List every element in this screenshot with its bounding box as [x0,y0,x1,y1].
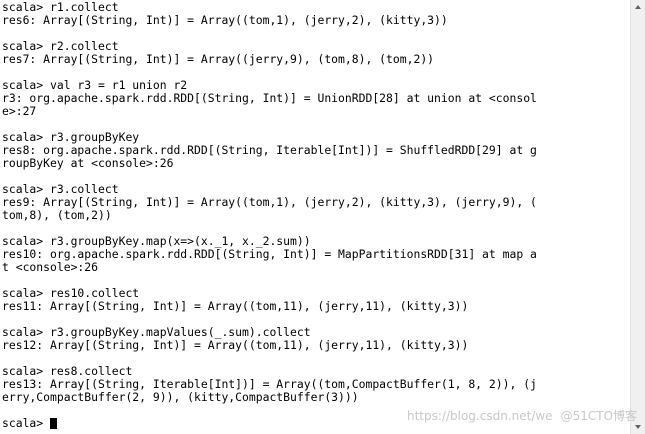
watermark-url: https://blog.csdn.net/we [407,409,553,423]
terminal-line [2,352,628,365]
terminal-line: res7: Array[(String, Int)] = Array((jerr… [2,53,435,66]
terminal-line: scala> val r3 = r1 union r2 [2,79,188,92]
terminal-line [2,118,628,131]
terminal-line: erry,CompactBuffer(2, 9)), (kitty,Compac… [2,391,359,404]
terminal-line: res12: Array[(String, Int)] = Array((tom… [2,339,469,352]
terminal-line [2,27,628,40]
terminal-line: roupByKey at <console>:26 [2,157,174,170]
vertical-scrollbar[interactable] [630,0,645,434]
terminal-line: scala> r1.collect [2,1,119,14]
terminal-window[interactable]: scala> r1.collect res6: Array[(String, I… [0,0,630,434]
terminal-line: res13: Array[(String, Iterable[Int])] = … [2,378,537,391]
terminal-output: scala> r1.collect res6: Array[(String, I… [2,1,628,430]
terminal-line [2,170,628,183]
prompt-line[interactable]: scala> [2,417,628,430]
terminal-line: t <console>:26 [2,261,99,274]
terminal-line: scala> r3.groupByKey [2,131,140,144]
prompt-text: scala> [2,417,51,430]
terminal-line [2,274,628,287]
terminal-line: res8: org.apache.spark.rdd.RDD[(String, … [2,144,537,157]
terminal-line [2,313,628,326]
terminal-line: res6: Array[(String, Int)] = Array((tom,… [2,14,448,27]
terminal-line: tom,8), (tom,2)) [2,209,112,222]
watermark-brand: @51CTO博客 [560,409,637,423]
terminal-line: scala> res8.collect [2,365,133,378]
terminal-line: scala> res10.collect [2,287,140,300]
terminal-line: scala> r3.groupByKey.map(x=>(x._1, x._2.… [2,235,311,248]
terminal-line [2,66,628,79]
terminal-line: scala> r3.collect [2,183,119,196]
text-cursor [50,418,58,429]
scroll-up-arrow-icon[interactable] [631,0,645,14]
watermark: https://blog.csdn.net/we @51CTO博客 [407,407,637,424]
terminal-line: scala> r3.groupByKey.mapValues(_.sum).co… [2,326,311,339]
terminal-line: res11: Array[(String, Int)] = Array((tom… [2,300,469,313]
terminal-line: e>:27 [2,105,37,118]
terminal-line: res10: org.apache.spark.rdd.RDD[(String,… [2,248,537,261]
terminal-line: res9: Array[(String, Int)] = Array((tom,… [2,196,537,209]
terminal-line: scala> r2.collect [2,40,119,53]
terminal-line [2,222,628,235]
terminal-line: r3: org.apache.spark.rdd.RDD[(String, In… [2,92,537,105]
